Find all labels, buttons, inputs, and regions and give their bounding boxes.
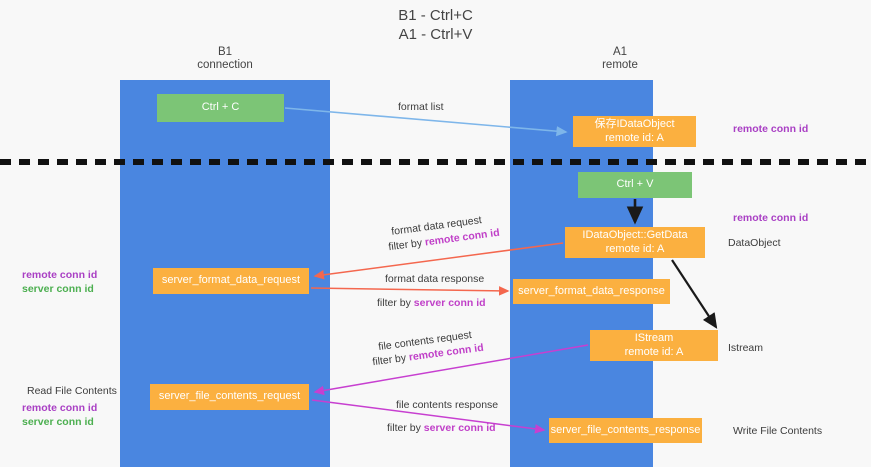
filter-prefix-4: filter by	[387, 422, 424, 434]
edge-label-format-data-response: format data response	[385, 273, 485, 285]
edge-label-file-contents-response: file contents response	[396, 399, 499, 411]
lane-header-b1: B1 connection	[145, 46, 305, 72]
annotation-remote-conn-id-top: remote conn id	[733, 123, 809, 135]
box-server-file-contents-response[interactable]: server_file_contents_response	[549, 418, 702, 443]
annotation-remote-conn-id-mid: remote conn id	[733, 212, 809, 224]
box-save-idataobject[interactable]: 保存IDataObject remote id: A	[573, 116, 696, 147]
page-title: B1 - Ctrl+C A1 - Ctrl+V	[0, 6, 871, 44]
annotation-read-file-contents: Read File Contents	[27, 385, 117, 397]
filter-key-2: server conn id	[413, 297, 486, 309]
edge-format-list	[284, 107, 568, 137]
annotation-left-remote-conn-id-1: remote conn id	[22, 269, 98, 281]
box-server-file-contents-response-label: server_file_contents_response	[550, 423, 701, 436]
lane-header-a1: A1 remote	[540, 46, 700, 72]
box-server-format-data-response[interactable]: server_format_data_response	[513, 279, 670, 304]
annotation-dataobject: DataObject	[728, 237, 781, 249]
box-ctrl-c-label: Ctrl + C	[201, 101, 240, 114]
filter-key-4: server conn id	[423, 422, 496, 434]
box-istream-label: IStream	[634, 332, 674, 344]
box-server-format-data-response-label: server_format_data_response	[518, 284, 665, 297]
annotation-write-file-contents: Write File Contents	[733, 425, 823, 437]
box-server-format-data-request[interactable]: server_format_data_request	[153, 268, 309, 294]
annotation-left-server-conn-id-2: server conn id	[22, 416, 94, 428]
edge-format-data-request	[313, 242, 564, 280]
box-idataobject-getdata-label: IDataObject::GetData	[582, 229, 688, 241]
box-save-idataobject-label: 保存IDataObject	[594, 118, 675, 130]
box-istream-sub: remote id: A	[624, 345, 684, 358]
edge-response-to-istream	[671, 259, 718, 329]
box-save-idataobject-sub: remote id: A	[605, 131, 664, 144]
annotation-istream: Istream	[728, 342, 764, 354]
lane-header-b1-name: B1	[217, 46, 233, 58]
box-server-format-data-request-label: server_format_data_request	[161, 274, 301, 287]
lane-header-b1-role: connection	[197, 59, 253, 71]
box-ctrl-c[interactable]: Ctrl + C	[157, 94, 284, 122]
box-server-file-contents-request[interactable]: server_file_contents_request	[150, 384, 309, 410]
box-ctrl-v[interactable]: Ctrl + V	[578, 172, 692, 198]
edge-label-file-contents-response-filter: filter by server conn id	[387, 421, 496, 435]
lane-header-a1-role: remote	[602, 59, 638, 71]
filter-prefix-2: filter by	[377, 297, 414, 309]
annotation-left-conn-ids-2: remote conn id server conn id	[22, 401, 97, 429]
annotation-left-conn-ids-1: remote conn id server conn id	[22, 268, 97, 296]
box-idataobject-getdata-sub: remote id: A	[605, 242, 665, 255]
title-line-1: B1 - Ctrl+C	[398, 7, 473, 24]
edge-label-format-list: format list	[398, 101, 444, 113]
annotation-left-remote-conn-id-2: remote conn id	[22, 402, 98, 414]
box-server-file-contents-request-label: server_file_contents_request	[158, 390, 301, 403]
box-idataobject-getdata[interactable]: IDataObject::GetData remote id: A	[565, 227, 705, 258]
edge-file-contents-response	[311, 399, 546, 434]
title-line-2: A1 - Ctrl+V	[398, 26, 473, 43]
box-istream[interactable]: IStream remote id: A	[590, 330, 718, 361]
edge-format-data-response	[310, 286, 510, 296]
annotation-left-server-conn-id-1: server conn id	[22, 283, 94, 295]
lane-header-a1-name: A1	[612, 46, 628, 58]
edge-file-contents-request	[313, 344, 589, 396]
edge-label-format-data-response-filter: filter by server conn id	[377, 296, 486, 310]
box-ctrl-v-label: Ctrl + V	[616, 178, 654, 191]
